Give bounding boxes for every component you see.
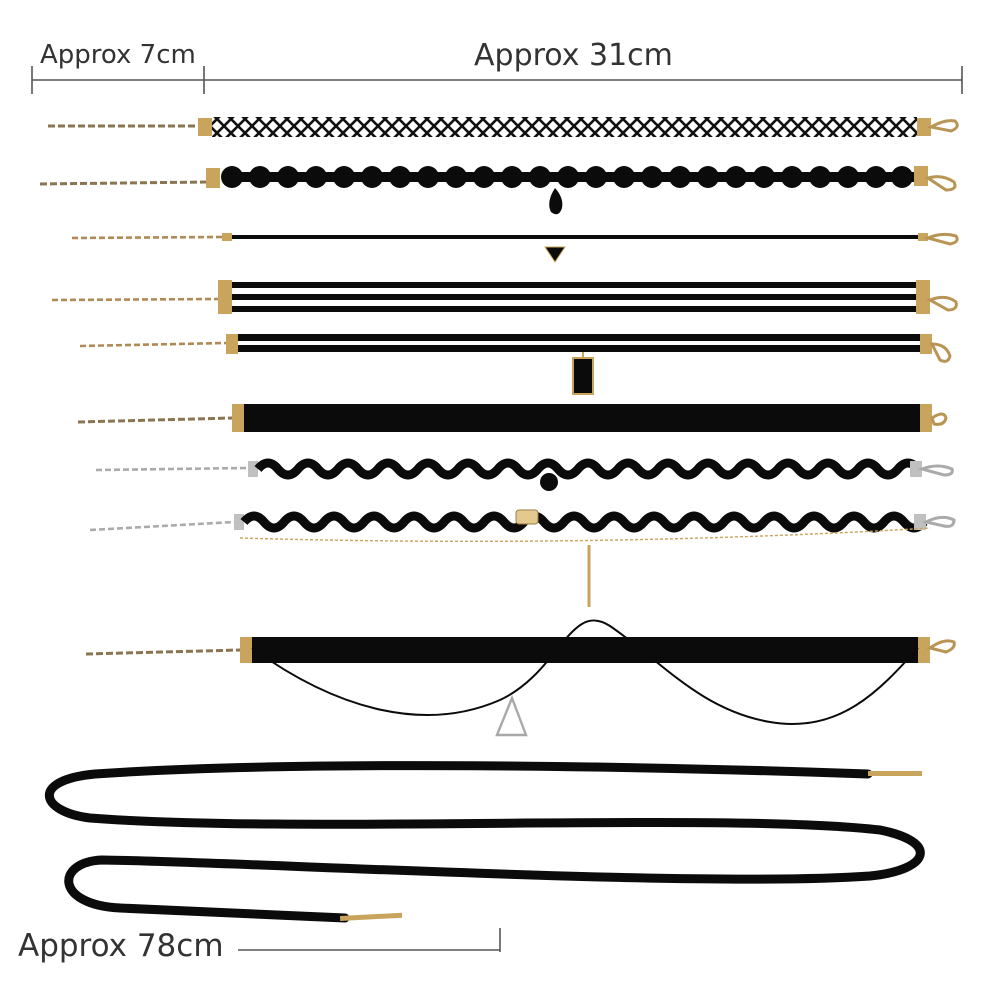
triple-strand-choker	[51, 280, 958, 314]
teardrop-pendant	[549, 188, 563, 215]
extender-length-label: Approx 7cm	[40, 40, 196, 70]
wavy-ribbon-chain-choker	[89, 509, 956, 607]
lace-lattice-choker	[48, 117, 959, 137]
double-strand-choker	[79, 334, 952, 395]
choker-length-label: Approx 31cm	[474, 38, 673, 73]
velvet-wire-choker	[85, 619, 956, 737]
triangle-pendant	[544, 246, 566, 263]
triangle-outline-pendant	[495, 694, 528, 737]
wrap-cord-length-label: Approx 78cm	[18, 928, 224, 964]
square-pendant	[572, 357, 594, 395]
wavy-ribbon-choker	[95, 458, 954, 491]
dimension-line-top	[31, 66, 963, 94]
bead-pendant	[540, 473, 558, 491]
dimension-line-bottom	[238, 928, 501, 952]
thin-cord-choker	[71, 232, 959, 263]
wide-velvet-choker	[77, 404, 948, 432]
long-wrap-cord	[44, 761, 925, 923]
flower-lace-choker	[39, 166, 957, 215]
